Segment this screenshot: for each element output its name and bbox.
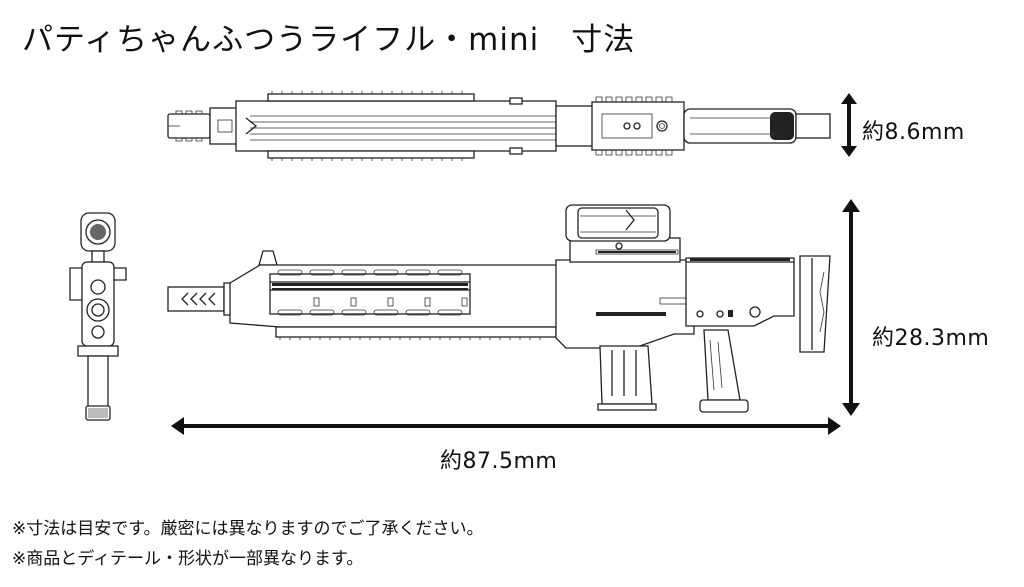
length-dimension-arrow (171, 417, 841, 435)
top-view (167, 91, 831, 161)
depth-label: 約8.6mm (862, 120, 965, 145)
height-dimension-arrow (842, 199, 860, 416)
note-details-differ: ※商品とディテール・形状が一部異なります。 (12, 549, 364, 569)
side-view (167, 204, 831, 413)
length-label: 約87.5mm (440, 449, 558, 474)
page-title: パティちゃんふつうライフル・mini 寸法 (22, 22, 636, 58)
depth-dimension-arrow (841, 93, 857, 157)
height-label: 約28.3mm (872, 326, 990, 351)
note-approximate: ※寸法は目安です。厳密には異なりますのでご了承ください。 (12, 519, 484, 539)
front-view (69, 212, 127, 421)
